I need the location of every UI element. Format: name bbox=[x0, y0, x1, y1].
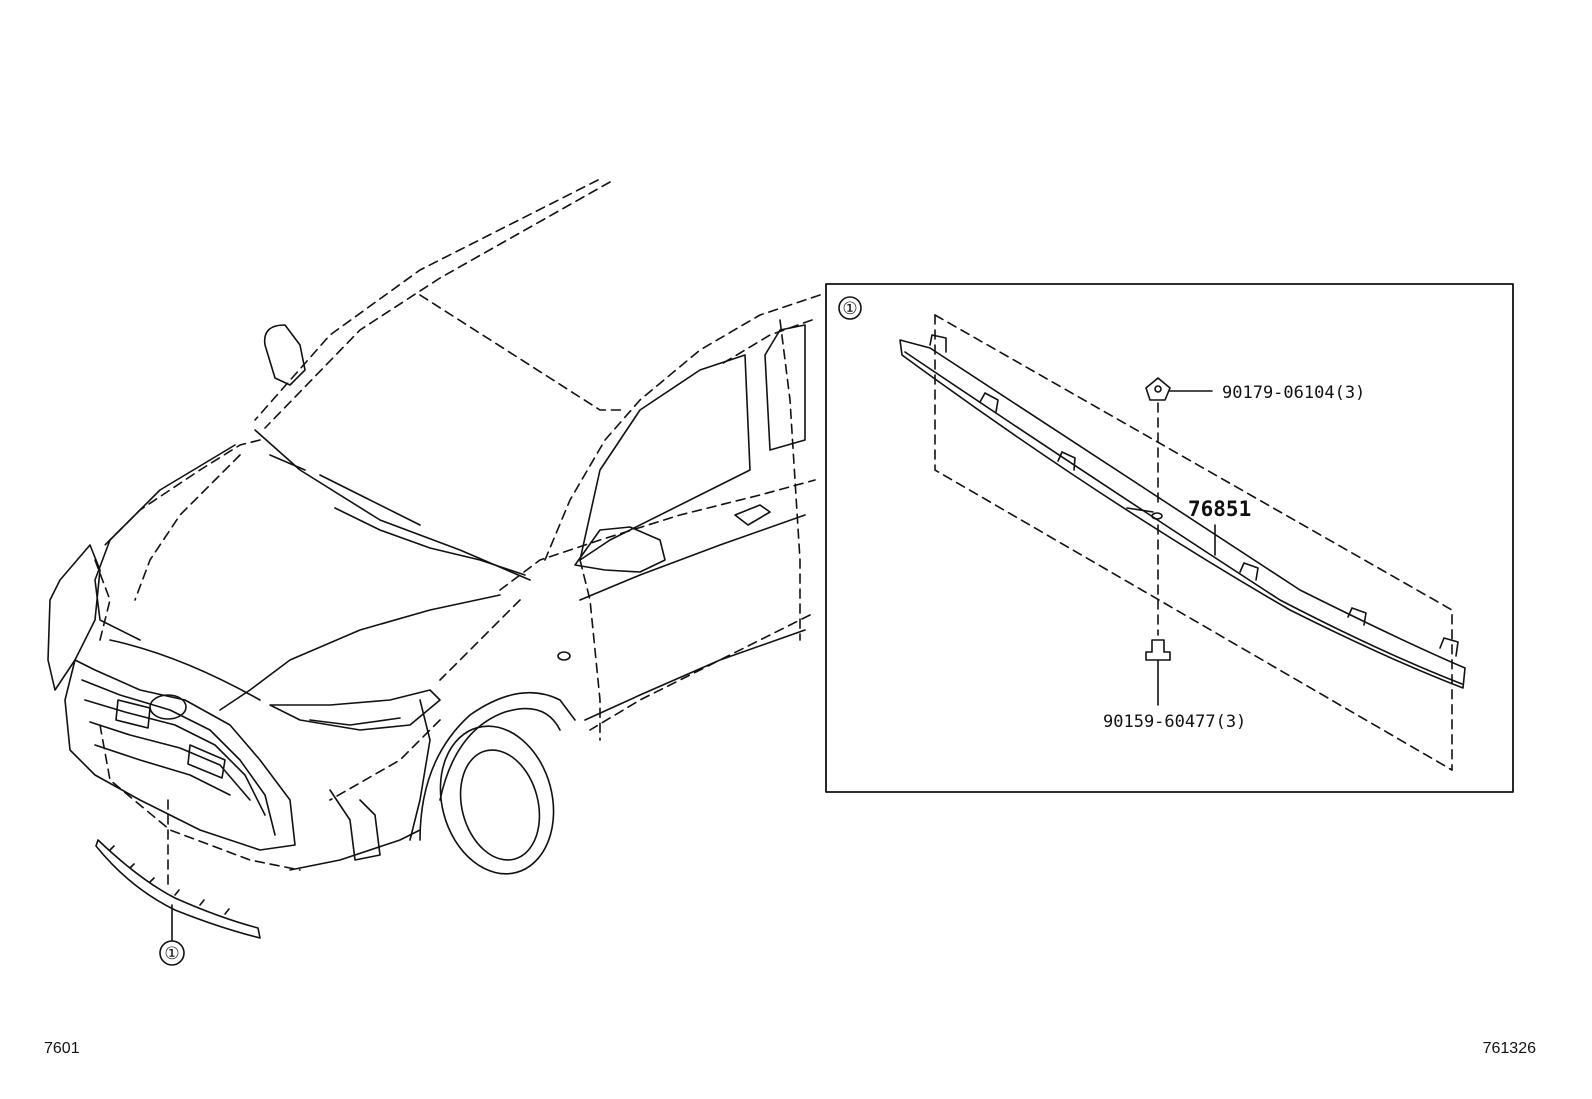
rear-window bbox=[764, 324, 806, 451]
nut-icon bbox=[1145, 377, 1171, 401]
plate-bracket bbox=[115, 699, 151, 729]
detail-callout-circle bbox=[838, 296, 862, 320]
molding-detail bbox=[899, 339, 1466, 689]
callout-circle bbox=[159, 940, 185, 966]
lower-bumper bbox=[99, 724, 301, 871]
wheel-arch bbox=[419, 691, 576, 841]
hood-side bbox=[219, 594, 501, 711]
screw-icon bbox=[1145, 639, 1171, 661]
rocker-line bbox=[589, 614, 811, 731]
headlight bbox=[269, 689, 441, 731]
figure-ref-left: 7601 bbox=[44, 1040, 80, 1057]
hood-front bbox=[104, 439, 261, 546]
detail-panel: ① 90179-06104(3) 76851 90159-60477(3) bbox=[825, 283, 1514, 793]
wiper-blades bbox=[269, 454, 526, 576]
front-wheel bbox=[439, 725, 555, 875]
roof-mirror bbox=[263, 324, 306, 386]
emblem bbox=[149, 694, 187, 720]
callout-marker-main: ① bbox=[164, 944, 179, 964]
hood-edge bbox=[94, 444, 236, 641]
part-label-nut: 90179-06104(3) bbox=[1222, 383, 1365, 403]
a-pillar bbox=[544, 294, 821, 561]
door-handle bbox=[734, 504, 771, 526]
part-label-molding: 76851 bbox=[1188, 497, 1251, 521]
detail-frame bbox=[825, 283, 1514, 793]
figure-ref-right: 761326 bbox=[1482, 1040, 1536, 1057]
roof-line bbox=[254, 179, 599, 421]
spindle-grille bbox=[64, 659, 296, 851]
car-illustration: ① bbox=[47, 179, 821, 966]
cowl-line bbox=[254, 429, 531, 581]
beltline bbox=[499, 479, 816, 591]
left-headlamp bbox=[47, 544, 101, 691]
side-mirror bbox=[574, 526, 666, 573]
callout-marker-detail: ① bbox=[842, 299, 857, 319]
fog-lamp bbox=[329, 789, 381, 861]
windshield-top bbox=[419, 294, 626, 411]
part-label-screw: 90159-60477(3) bbox=[1103, 712, 1246, 732]
front-molding-part bbox=[95, 839, 261, 939]
side-marker bbox=[557, 651, 571, 661]
